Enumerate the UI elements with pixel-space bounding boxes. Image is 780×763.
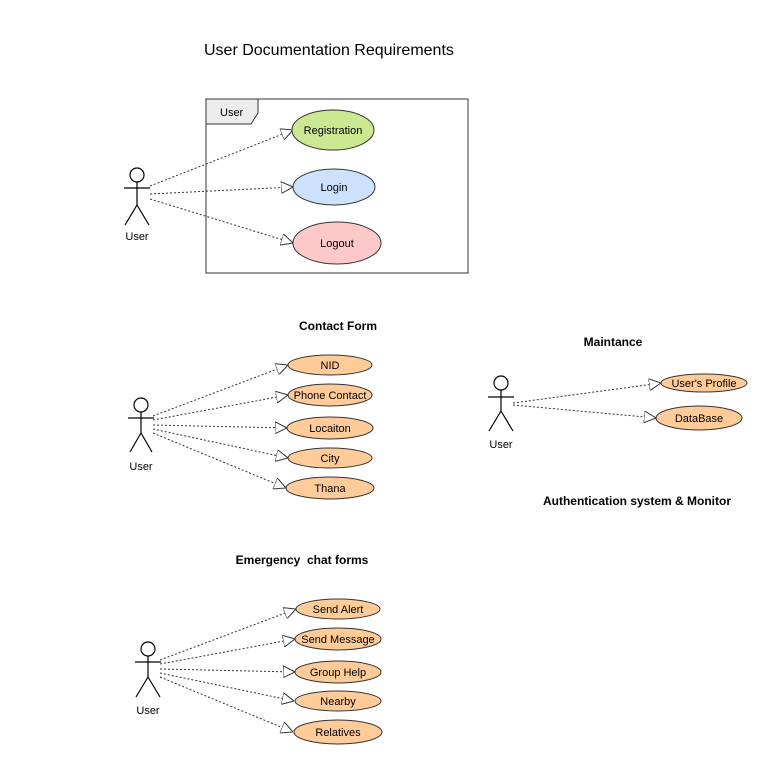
use-case-relatives[interactable] xyxy=(293,719,383,745)
actor-user xyxy=(135,641,161,698)
association-arrow xyxy=(159,672,294,701)
actor-user xyxy=(128,397,154,453)
actor-user xyxy=(124,167,150,226)
use-case-database[interactable] xyxy=(655,405,743,431)
association-arrow xyxy=(159,676,293,732)
use-case-send-message[interactable] xyxy=(294,627,382,651)
diagram-title: User Documentation Requirements xyxy=(204,42,454,59)
use-case-label: Phone Contact xyxy=(294,390,367,402)
association-arrow xyxy=(512,404,656,418)
use-case-thana[interactable] xyxy=(285,476,375,500)
actor-label: User xyxy=(136,705,160,717)
use-case-label: DataBase xyxy=(675,413,723,425)
actor-label: User xyxy=(129,461,153,473)
frame-tab xyxy=(205,98,259,125)
use-case-label: Locaiton xyxy=(309,423,351,435)
association-arrow xyxy=(159,609,296,661)
section-heading: Contact Form xyxy=(299,319,377,333)
association-arrow xyxy=(159,669,295,672)
maintenance-section: Maintance User User's Profile DataBase A… xyxy=(488,335,748,508)
login-section: User User Registration Login Logout xyxy=(124,98,469,274)
association-arrow xyxy=(152,428,288,458)
use-case-label: Registration xyxy=(304,125,363,137)
use-case-label: Nearby xyxy=(320,696,356,708)
use-case-label: Group Help xyxy=(310,667,366,679)
use-case-label: Thana xyxy=(314,483,346,495)
use-case-registration[interactable] xyxy=(291,109,375,151)
actor-label: User xyxy=(489,439,513,451)
use-case-logout[interactable] xyxy=(292,221,382,265)
use-case-group-help[interactable] xyxy=(294,660,382,684)
use-case-label: NID xyxy=(321,360,340,372)
emergency-section: Emergency chat forms User Send Alert Sen… xyxy=(135,553,383,745)
use-case-city[interactable] xyxy=(287,447,373,469)
use-case-nearby[interactable] xyxy=(294,690,382,712)
association-arrow xyxy=(152,365,288,417)
use-case-phone-contact[interactable] xyxy=(287,383,373,407)
use-case-label: User's Profile xyxy=(671,378,736,390)
section-heading: Emergency chat forms xyxy=(236,553,369,567)
association-arrow xyxy=(159,639,295,665)
association-arrow xyxy=(512,383,661,404)
use-case-label: Relatives xyxy=(315,727,361,739)
association-arrow xyxy=(152,432,286,488)
use-case-send-alert[interactable] xyxy=(295,598,381,620)
association-arrow xyxy=(149,130,293,187)
use-case-users-profile[interactable] xyxy=(660,373,748,393)
association-arrow xyxy=(152,425,287,428)
use-case-login[interactable] xyxy=(292,168,376,206)
use-case-location[interactable] xyxy=(286,416,374,440)
use-case-nid[interactable] xyxy=(287,354,373,376)
actor-label: User xyxy=(125,231,149,243)
section-heading: Maintance xyxy=(584,335,643,349)
use-case-label: Send Message xyxy=(301,634,374,646)
frame-label: User xyxy=(220,107,244,119)
association-arrow xyxy=(149,187,293,195)
section-footer: Authentication system & Monitor xyxy=(543,494,731,508)
use-case-label: Login xyxy=(321,182,348,194)
association-arrow xyxy=(149,198,293,243)
system-frame xyxy=(205,98,469,274)
use-case-label: City xyxy=(321,453,340,465)
actor-user xyxy=(488,375,514,432)
use-case-label: Send Alert xyxy=(313,604,364,616)
association-arrow xyxy=(152,395,288,421)
contact-section: Contact Form User NID Phone Contact Loca… xyxy=(128,319,377,500)
use-case-label: Logout xyxy=(320,238,354,250)
